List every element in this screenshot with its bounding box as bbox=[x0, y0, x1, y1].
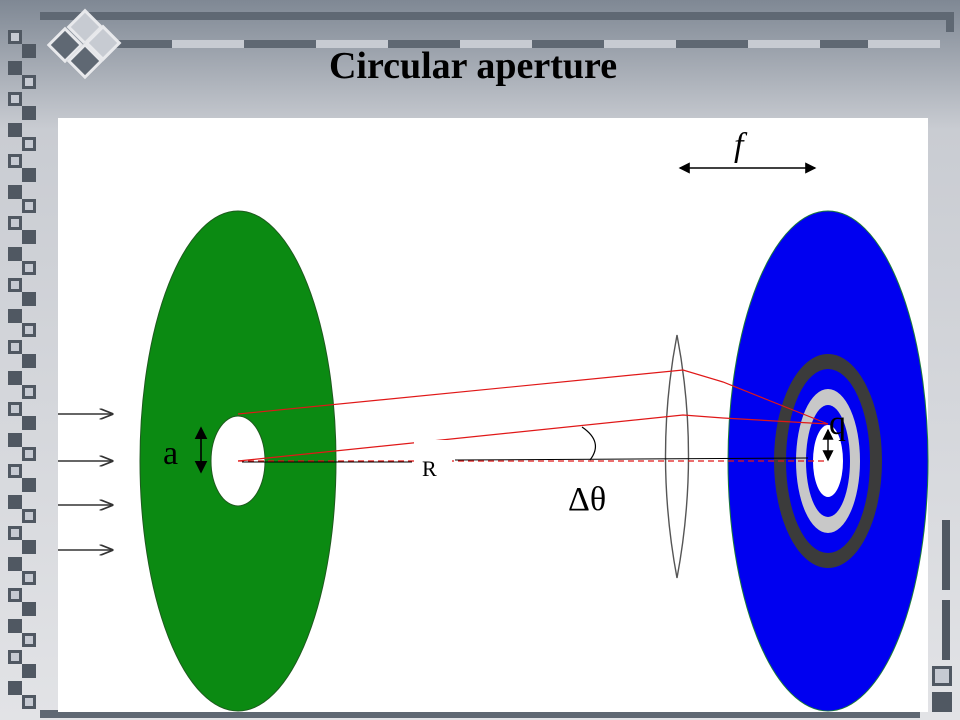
checker-square bbox=[8, 588, 22, 602]
checker-square bbox=[22, 602, 36, 616]
checker-square bbox=[8, 433, 22, 447]
checker-square bbox=[22, 633, 36, 647]
checker-square bbox=[22, 478, 36, 492]
focal-length-label: f bbox=[734, 127, 748, 164]
checker-square bbox=[22, 571, 36, 585]
checker-square bbox=[8, 309, 22, 323]
checker-square bbox=[22, 230, 36, 244]
checker-square bbox=[22, 385, 36, 399]
frame-top-bar bbox=[40, 12, 946, 20]
header-dash-strip bbox=[100, 40, 940, 48]
checker-square bbox=[8, 185, 22, 199]
checker-square bbox=[22, 44, 36, 58]
left-checker-strip bbox=[0, 30, 40, 720]
checker-square bbox=[8, 464, 22, 478]
checker-square bbox=[8, 216, 22, 230]
checker-square bbox=[22, 695, 36, 709]
distance-line-right bbox=[454, 457, 809, 461]
checker-square bbox=[22, 354, 36, 368]
checker-square bbox=[8, 154, 22, 168]
checker-square bbox=[8, 495, 22, 509]
checker-square bbox=[8, 402, 22, 416]
lens-icon bbox=[664, 334, 690, 579]
checker-square bbox=[22, 664, 36, 678]
checker-square bbox=[8, 557, 22, 571]
checker-square bbox=[8, 371, 22, 385]
checker-square bbox=[22, 106, 36, 120]
angle-arc bbox=[581, 426, 597, 461]
spot-size-label: q bbox=[829, 405, 846, 442]
distance-label: R bbox=[422, 456, 437, 481]
checker-square bbox=[8, 526, 22, 540]
distance-label-bg bbox=[414, 440, 452, 480]
checker-square bbox=[22, 75, 36, 89]
frame-right-bar bbox=[946, 12, 954, 32]
checker-square bbox=[8, 61, 22, 75]
red-rays bbox=[237, 369, 829, 462]
checker-square bbox=[8, 247, 22, 261]
checker-square bbox=[8, 30, 22, 44]
checker-square bbox=[22, 540, 36, 554]
checker-square bbox=[8, 681, 22, 695]
checker-square bbox=[8, 92, 22, 106]
incoming-light-arrows bbox=[58, 414, 112, 550]
checker-square bbox=[8, 340, 22, 354]
checker-square bbox=[22, 137, 36, 151]
checker-square bbox=[22, 323, 36, 337]
checker-square bbox=[8, 278, 22, 292]
ray-middle bbox=[237, 414, 829, 462]
checker-square bbox=[22, 416, 36, 430]
ray-upper bbox=[237, 369, 829, 425]
right-ornament-strip bbox=[932, 520, 960, 720]
checker-square bbox=[8, 650, 22, 664]
checker-square bbox=[22, 292, 36, 306]
angle-label: Δθ bbox=[568, 481, 606, 518]
checker-square bbox=[8, 123, 22, 137]
checker-square bbox=[8, 619, 22, 633]
checker-square bbox=[22, 168, 36, 182]
checker-square bbox=[22, 261, 36, 275]
aperture-size-label: a bbox=[163, 435, 178, 472]
checker-square bbox=[22, 447, 36, 461]
checker-square bbox=[22, 199, 36, 213]
slide-title: Circular aperture bbox=[328, 45, 618, 87]
frame-bottom-bar bbox=[40, 710, 920, 718]
checker-square bbox=[22, 509, 36, 523]
